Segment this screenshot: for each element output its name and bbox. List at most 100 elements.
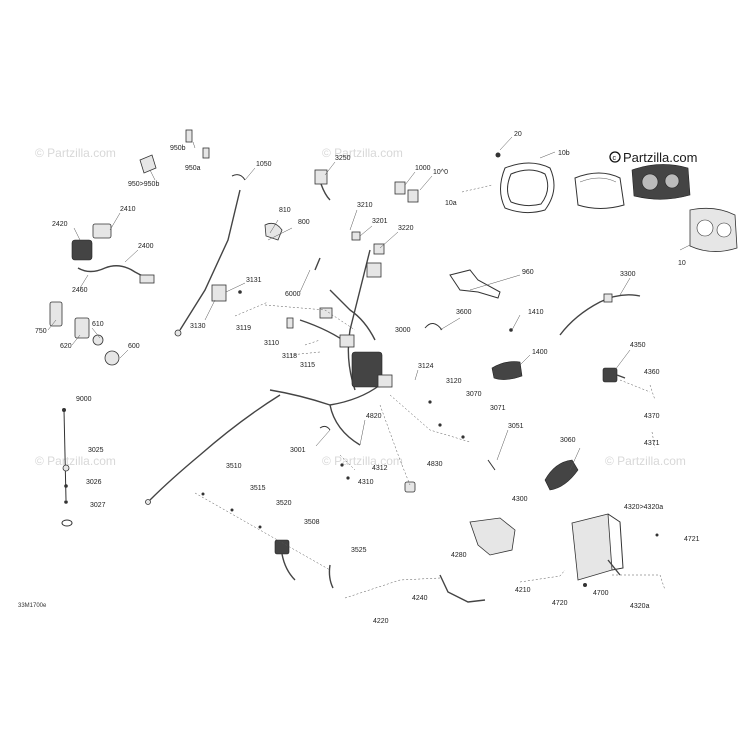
main-wiring-harness — [145, 249, 393, 505]
partzilla-logo: c Partzilla.com — [609, 150, 697, 165]
callout-800: 800 — [298, 219, 310, 226]
relay-connectors — [264, 169, 419, 271]
callout-3000: 3000 — [395, 327, 411, 334]
harness-4240 — [439, 574, 486, 603]
callout-leader-lines — [47, 136, 691, 471]
instrument-cluster-bezel — [500, 162, 555, 214]
copyright-icon — [609, 151, 621, 163]
callout-3520: 3520 — [276, 500, 292, 507]
callout-3110: 3110 — [264, 340, 279, 347]
connector-950b — [185, 129, 210, 159]
callout-4721: 4721 — [684, 536, 700, 543]
callout-6000: 6000 — [285, 291, 301, 298]
callout-4312: 4312 — [372, 465, 388, 472]
ecu-1400 — [491, 328, 523, 380]
callout-20: 20 — [514, 131, 522, 138]
callout-3115: 3115 — [300, 362, 315, 369]
callout-3070: 3070 — [466, 391, 482, 398]
callout-2460: 2460 — [72, 287, 88, 294]
callout-3131: 3131 — [246, 277, 262, 284]
callout-600: 600 — [128, 343, 140, 350]
switch-750 — [49, 301, 120, 366]
callout-4700: 4700 — [593, 590, 609, 597]
callout-3027: 3027 — [90, 502, 106, 509]
callout-3124: 3124 — [418, 363, 434, 370]
watermark-top-left: © Partzilla.com — [35, 146, 116, 160]
callout-2410: 2410 — [120, 206, 136, 213]
sensor-3060 — [544, 459, 579, 491]
watermark-mid-right: © Partzilla.com — [605, 454, 686, 468]
handlebar-switch-left — [71, 223, 155, 284]
callout-3130: 3130 — [190, 323, 206, 330]
callout-3118: 3118 — [282, 353, 297, 360]
callout-4220: 4220 — [373, 618, 389, 625]
callout-4210: 4210 — [515, 587, 531, 594]
callout-3525: 3525 — [351, 547, 367, 554]
callout-2400: 2400 — [138, 243, 154, 250]
cluster-lens — [574, 172, 625, 209]
callout-10: 10 — [678, 260, 686, 267]
callout-3600: 3600 — [456, 309, 472, 316]
callout-3508: 3508 — [304, 519, 320, 526]
wire-3525 — [328, 564, 334, 589]
callout-9000: 9000 — [76, 396, 92, 403]
callout-3510: 3510 — [226, 463, 242, 470]
callout-3201: 3201 — [372, 218, 388, 225]
callout-610: 610 — [92, 321, 104, 328]
speedometer-cable — [174, 174, 246, 337]
callout-3026: 3026 — [86, 479, 102, 486]
callout-4820: 4820 — [366, 413, 382, 420]
callout-4300: 4300 — [512, 496, 528, 503]
screw-20 — [495, 152, 501, 158]
callout-4370: 4370 — [644, 413, 660, 420]
callout-3060: 3060 — [560, 437, 576, 444]
callout-810: 810 — [279, 207, 291, 214]
callout-4371: 4371 — [644, 440, 660, 447]
callout-4320-4320a: 4320>4320a — [624, 504, 663, 511]
battery-box-4320 — [571, 513, 659, 587]
harness-3300 — [559, 293, 641, 336]
partzilla-logo-text: Partzilla.com — [623, 150, 697, 165]
callout-1020: 10^0 — [433, 169, 448, 176]
callout-4310: 4310 — [358, 479, 374, 486]
svg-text:c: c — [613, 155, 617, 162]
callout-4320a: 4320a — [630, 603, 650, 610]
callout-4830: 4830 — [427, 461, 443, 468]
callout-3071: 3071 — [490, 405, 506, 412]
sensor-3508 — [201, 492, 296, 581]
callout-3120: 3120 — [446, 378, 462, 385]
callout-10b: 10b — [558, 150, 570, 157]
callout-4350: 4350 — [630, 342, 646, 349]
callout-1000: 1000 — [415, 165, 431, 172]
watermark-top-center: © Partzilla.com — [322, 146, 403, 160]
callout-3220: 3220 — [398, 225, 414, 232]
callout-950b: 950b — [170, 145, 186, 152]
callout-3001: 3001 — [290, 447, 306, 454]
callout-10a: 10a — [445, 200, 457, 207]
watermark-mid-left: © Partzilla.com — [35, 454, 116, 468]
callout-3210: 3210 — [357, 202, 373, 209]
callout-950a: 950a — [185, 165, 201, 172]
callout-3025: 3025 — [88, 447, 104, 454]
callout-3250: 3250 — [335, 155, 351, 162]
callout-4280: 4280 — [451, 552, 467, 559]
callout-labels: 20 10b 10a 10 950b 950a 950>950b 1050 32… — [35, 131, 700, 625]
instrument-cluster-gauge — [631, 164, 691, 200]
callout-950-950b: 950>950b — [128, 181, 159, 188]
callout-960: 960 — [522, 269, 534, 276]
callout-3119: 3119 — [236, 325, 251, 332]
switch-cap — [139, 154, 157, 174]
rear-harness-part-960 — [449, 269, 501, 299]
instrument-cluster-assembly — [689, 207, 738, 252]
ground-strap-9000 — [61, 408, 73, 527]
callout-3300: 3300 — [620, 271, 636, 278]
callout-1400: 1400 — [532, 349, 548, 356]
harness-small-parts — [211, 284, 496, 493]
callout-4360: 4360 — [644, 369, 660, 376]
callout-1050: 1050 — [256, 161, 272, 168]
actuator-4350 — [602, 367, 626, 383]
callout-3051: 3051 — [508, 423, 524, 430]
callout-620: 620 — [60, 343, 72, 350]
diagram-code: 33M1700e — [18, 603, 47, 609]
